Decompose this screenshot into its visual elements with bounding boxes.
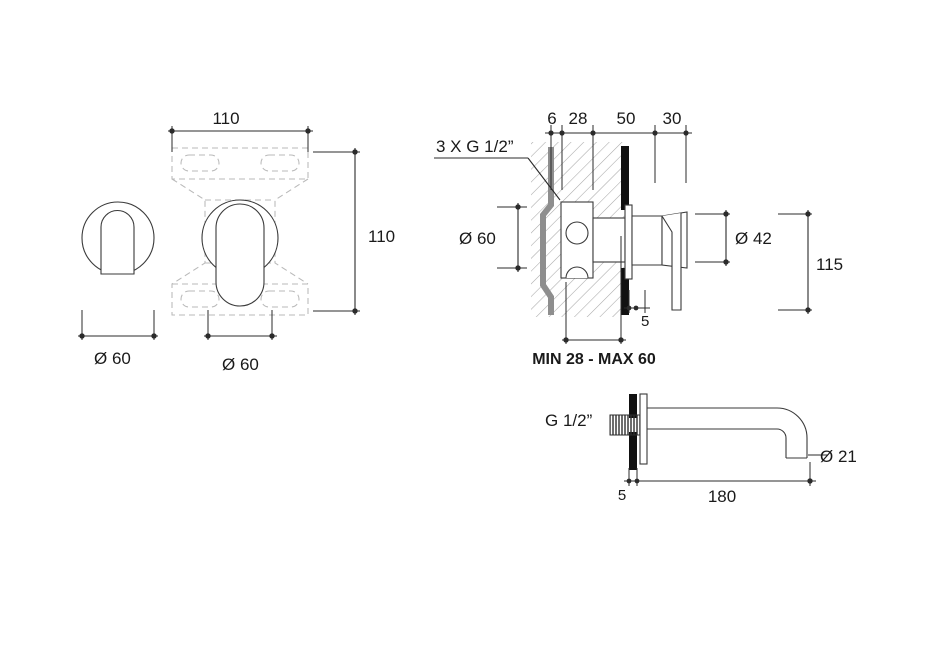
dim-label-plate-thickness-section: 5 (641, 313, 649, 330)
dim-label-handle-diameter: Ø 60 (94, 349, 131, 368)
spout-thread-nipple (609, 414, 641, 436)
wall-face-strip-top (621, 146, 629, 210)
dim-label-chain-6: 6 (547, 109, 556, 128)
callout-thread-size: 3 X G 1/2” (434, 137, 561, 201)
spout-flange (639, 393, 648, 465)
dim-label-wall-range: MIN 28 - MAX 60 (532, 351, 656, 368)
front-view-group: Ø 60 (78, 109, 395, 374)
dim-label-outlet-diameter: Ø 21 (820, 447, 857, 466)
dim-label-height-115: 115 (816, 255, 843, 274)
dim-label-width-110: 110 (212, 109, 239, 128)
dim-trim-diameter: Ø 60 (204, 310, 277, 374)
label-spout-thread: G 1/2” (545, 411, 593, 430)
handle-escutcheon (81, 201, 155, 275)
dim-height-110: 110 (313, 148, 395, 315)
dim-plate-thickness-section: 5 (624, 290, 650, 330)
dim-label-handle-diameter-section: Ø 42 (735, 229, 772, 248)
dim-wall-range: MIN 28 - MAX 60 (532, 236, 656, 368)
dim-handle-diameter-section: Ø 42 (695, 210, 772, 266)
dim-height-115: 115 (778, 210, 843, 314)
dim-width-110: 110 (168, 109, 313, 152)
spout-wall-strip-top (629, 394, 637, 418)
handle-profile (631, 211, 688, 311)
dim-label-trim-diameter: Ø 60 (222, 355, 259, 374)
dim-label-chain-30: 30 (663, 109, 682, 128)
wall-face-strip-bottom (621, 268, 629, 315)
dim-label-spout-projection: 180 (708, 487, 736, 506)
dim-label-chain-50: 50 (617, 109, 636, 128)
dim-chain-top: 6 28 50 30 (545, 109, 692, 190)
dim-label-chain-28: 28 (569, 109, 588, 128)
dim-label-height-110: 110 (368, 227, 395, 246)
escutcheon-flange (624, 204, 633, 280)
dim-spout-bottom: 5 180 (618, 462, 816, 506)
trim-plate-front (201, 199, 279, 307)
supply-pipe-gray (540, 147, 554, 315)
dim-label-spout-plate-thickness: 5 (618, 487, 626, 504)
section-view-group: 3 X G 1/2” 6 28 50 30 Ø 60 (434, 109, 843, 368)
dim-handle-diameter: Ø 60 (78, 310, 158, 368)
spout-view-group: G 1/2” Ø 21 5 180 (545, 393, 857, 506)
callout-label-thread-size: 3 X G 1/2” (436, 137, 514, 156)
spout-wall-strip-bottom (629, 432, 637, 470)
dim-body-diameter: Ø 60 (459, 203, 527, 272)
dim-label-body-diameter: Ø 60 (459, 229, 496, 248)
dim-outlet-diameter: Ø 21 (808, 447, 857, 466)
valve-body (560, 201, 626, 279)
spout-tube (647, 407, 808, 459)
